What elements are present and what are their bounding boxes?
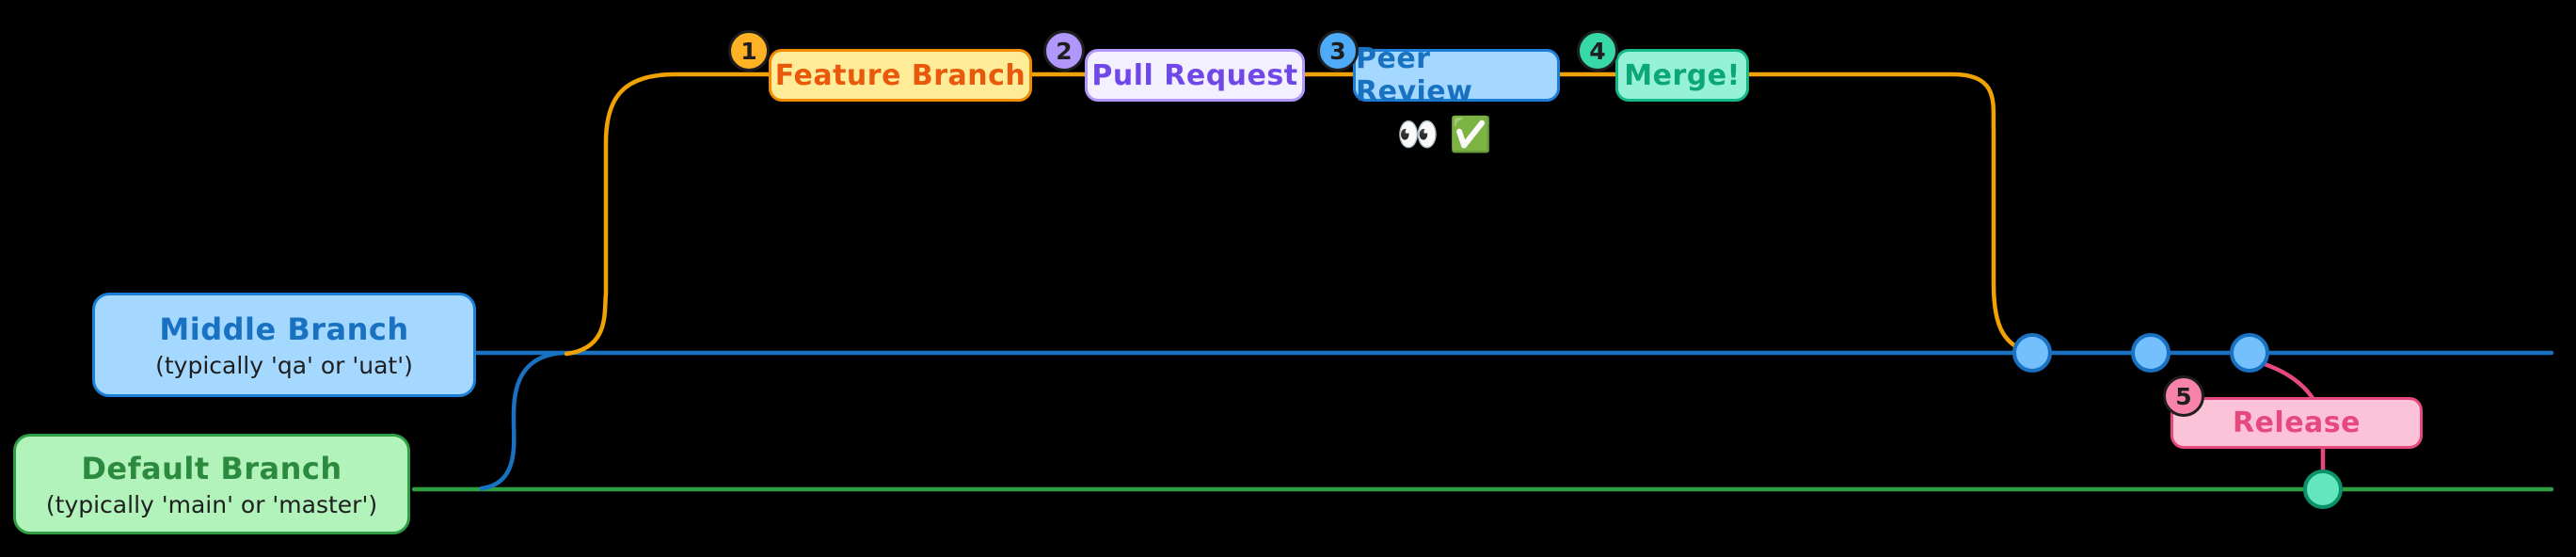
step-label: Feature Branch xyxy=(774,58,1026,92)
default-branch-label: Default Branch (typically 'main' or 'mas… xyxy=(13,434,410,534)
step-label: Release xyxy=(2232,406,2361,439)
branch-title: Default Branch xyxy=(81,450,342,486)
step-node-pull-request: Pull Request xyxy=(1085,49,1305,102)
step-label: Merge! xyxy=(1624,58,1741,92)
feature-branch-line xyxy=(564,72,2041,357)
peer-review-emojis: 👀 ✅ xyxy=(1396,116,1492,154)
step-node-peer-review: Peer Review xyxy=(1353,42,1560,108)
commit-dot-3 xyxy=(2230,333,2269,373)
step-label: Peer Review xyxy=(1356,42,1473,108)
commit-dot-2 xyxy=(2131,333,2171,373)
step-node-release: Release xyxy=(2171,397,2423,449)
step-badge-3: 3 xyxy=(1317,30,1359,72)
step-badge-5: 5 xyxy=(2163,375,2204,417)
step-badge-1: 1 xyxy=(728,30,770,72)
release-commit-dot xyxy=(2303,469,2343,509)
step-node-feature-branch: Feature Branch xyxy=(769,49,1032,102)
branch-subtitle: (typically 'qa' or 'uat') xyxy=(155,351,413,379)
commit-dot-1 xyxy=(2012,333,2052,373)
branch-subtitle: (typically 'main' or 'master') xyxy=(45,490,378,518)
branch-title: Middle Branch xyxy=(159,310,409,347)
middle-branch-label: Middle Branch (typically 'qa' or 'uat') xyxy=(92,293,476,397)
step-node-merge: Merge! xyxy=(1615,49,1749,102)
step-label: Pull Request xyxy=(1091,58,1298,92)
branch-connector-curve xyxy=(479,350,565,491)
step-badge-2: 2 xyxy=(1043,30,1085,72)
step-badge-4: 4 xyxy=(1577,30,1618,72)
